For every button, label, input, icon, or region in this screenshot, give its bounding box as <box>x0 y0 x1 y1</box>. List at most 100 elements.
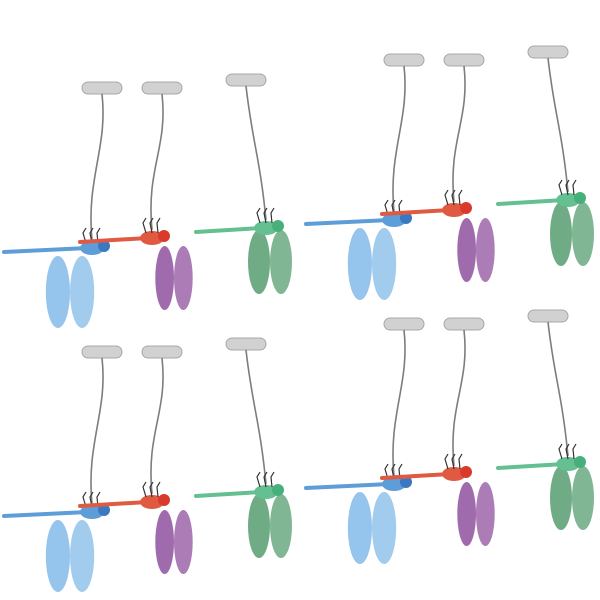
leg <box>149 481 154 498</box>
wing-left <box>45 256 70 328</box>
head <box>574 192 586 204</box>
wire <box>90 93 104 241</box>
wire <box>392 329 406 477</box>
abdomen <box>380 208 452 216</box>
thorax <box>80 241 104 255</box>
thorax <box>254 221 278 235</box>
leg <box>572 179 577 196</box>
dragonfly-set-4 <box>304 309 594 564</box>
wing-left <box>457 218 476 282</box>
wing-right <box>174 246 193 310</box>
abdomen <box>194 490 264 498</box>
abdomen <box>194 226 264 234</box>
leg <box>82 227 87 244</box>
leg <box>384 199 389 216</box>
wing-left <box>248 494 270 558</box>
head <box>272 220 284 232</box>
leg <box>565 179 570 196</box>
wire <box>150 93 164 231</box>
head <box>158 230 170 242</box>
thorax <box>140 495 164 509</box>
wing-right <box>270 494 292 558</box>
dragonfly-set-2 <box>304 45 594 300</box>
thorax <box>442 467 466 481</box>
abdomen <box>496 198 566 206</box>
wing-left <box>45 520 70 592</box>
thorax <box>556 193 580 207</box>
clip <box>81 345 123 359</box>
dragonfly-set-1 <box>2 73 292 328</box>
wing-right <box>70 520 95 592</box>
clip <box>81 81 123 95</box>
thorax <box>140 231 164 245</box>
wing-left <box>155 246 174 310</box>
leg <box>558 179 563 196</box>
dragonfly-green <box>496 309 594 530</box>
abdomen <box>2 246 90 254</box>
leg <box>458 189 463 206</box>
wire <box>452 65 466 203</box>
leg <box>156 481 161 498</box>
head <box>460 466 472 478</box>
thorax <box>556 457 580 471</box>
wire <box>392 65 406 213</box>
head <box>158 494 170 506</box>
dragonfly-blue <box>2 345 123 592</box>
leg <box>82 491 87 508</box>
wing-right <box>174 510 193 574</box>
abdomen <box>304 218 392 226</box>
wing-left <box>550 202 572 266</box>
head <box>460 202 472 214</box>
head <box>98 504 110 516</box>
leg <box>458 453 463 470</box>
dragonfly-red <box>78 345 193 574</box>
abdomen <box>78 500 150 508</box>
leg <box>263 207 268 224</box>
wire <box>90 357 104 505</box>
wire <box>150 357 164 495</box>
abdomen <box>2 510 90 518</box>
leg <box>156 217 161 234</box>
wire <box>547 57 569 193</box>
dragonfly-set-3 <box>2 337 292 592</box>
clip <box>383 53 425 67</box>
clip <box>141 345 183 359</box>
abdomen <box>304 482 392 490</box>
head <box>272 484 284 496</box>
wire <box>547 321 569 457</box>
head <box>400 212 412 224</box>
clip <box>141 81 183 95</box>
wing-left <box>248 230 270 294</box>
dragonfly-green <box>194 337 292 558</box>
leg <box>142 217 147 234</box>
clip <box>443 317 485 331</box>
wing-left <box>457 482 476 546</box>
leg <box>572 443 577 460</box>
wire <box>245 349 267 485</box>
dragonfly-blue <box>304 53 425 300</box>
wing-right <box>372 228 397 300</box>
head <box>98 240 110 252</box>
dragonfly-red <box>380 53 495 282</box>
leg <box>270 207 275 224</box>
abdomen <box>496 462 566 470</box>
dragonfly-blue <box>2 81 123 328</box>
dragonfly-green <box>194 73 292 294</box>
dragonfly-red <box>78 81 193 310</box>
abdomen <box>380 472 452 480</box>
leg <box>451 189 456 206</box>
thorax <box>382 213 406 227</box>
wing-right <box>372 492 397 564</box>
wing-left <box>347 228 372 300</box>
head <box>400 476 412 488</box>
head <box>574 456 586 468</box>
leg <box>256 471 261 488</box>
dragonfly-green <box>496 45 594 266</box>
dragonfly-red <box>380 317 495 546</box>
abdomen <box>78 236 150 244</box>
wing-right <box>572 466 594 530</box>
leg <box>451 453 456 470</box>
leg <box>149 217 154 234</box>
wing-right <box>476 482 495 546</box>
